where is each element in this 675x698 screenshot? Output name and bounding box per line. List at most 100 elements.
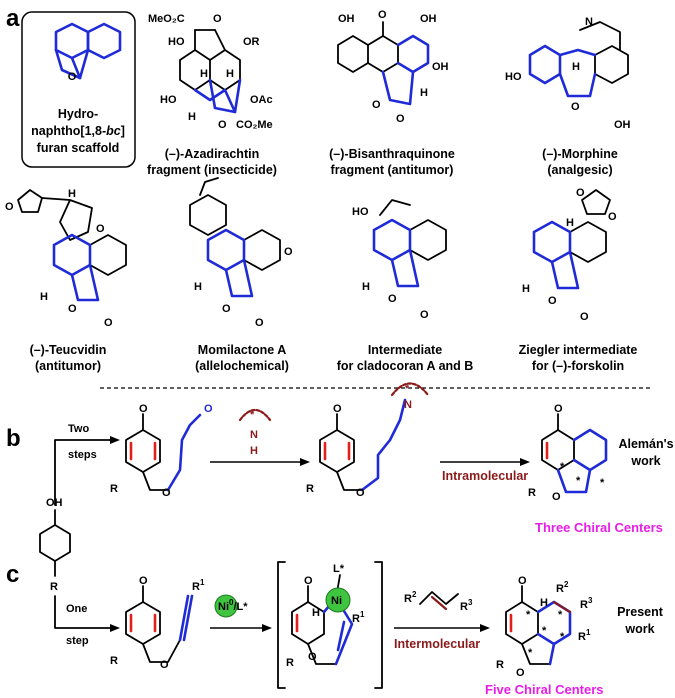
aza-atom-meo2c: MeO₂C — [148, 13, 185, 25]
compound-caption-4a: (–)-Teucvidin — [30, 343, 107, 357]
ni-catalyst-sphere — [214, 594, 238, 618]
phenol-oh: OH — [46, 497, 63, 509]
b-sub-atom-o3: O — [162, 487, 171, 499]
mom-atom-o2: O — [222, 303, 231, 315]
b-int-atom-o: O — [333, 403, 342, 415]
two-steps-label-2: steps — [68, 449, 97, 461]
panel-label-a: a — [6, 5, 20, 32]
mom-atom-o1: O — [284, 246, 293, 258]
compound-caption-1a: (–)-Azadirachtin — [165, 147, 259, 161]
b-work-label-1: Alemán's — [618, 437, 673, 451]
compound-caption-7a: Ziegler intermediate — [519, 343, 638, 357]
b-arrowhead-2 — [520, 458, 530, 466]
b-prod-atom-r: R — [528, 487, 536, 499]
c-prod-h: H — [540, 597, 548, 609]
alkene-r2: R2 — [404, 590, 417, 605]
c-sub-atom-o1: O — [139, 575, 148, 587]
mor-atom-o: O — [571, 101, 580, 113]
cla-atom-ho: HO — [352, 206, 369, 218]
c-arrowhead-2 — [480, 624, 490, 632]
mor-atom-n: N — [585, 16, 593, 28]
aza-atom-co2me: CO₂Me — [236, 119, 273, 131]
b-intermediate: * N O R O — [306, 382, 430, 499]
bis-atom-o2: O — [372, 99, 381, 111]
aza-atom-o2: O — [218, 119, 227, 131]
aza-atom-h2: H — [226, 68, 234, 80]
bis-atom-oh3: OH — [432, 61, 449, 73]
compound-caption-7b: for (–)-forskolin — [532, 359, 624, 373]
b-prod-star-2: * — [576, 475, 581, 487]
c-ni-atom-r: R — [286, 657, 294, 669]
c-work-label-2: work — [624, 622, 654, 636]
cla-atom-o2: O — [420, 309, 429, 321]
c-work-label-1: Present — [617, 605, 664, 619]
c-ni-ligand: L* — [333, 563, 345, 575]
one-step-arrowhead — [110, 624, 120, 632]
c-prod-star-1: * — [526, 609, 531, 621]
compound-caption-3a: (–)-Morphine — [542, 147, 618, 161]
b-cat-h: H — [250, 445, 258, 457]
aza-atom-ho2: HO — [160, 94, 177, 106]
one-step-label-2: step — [66, 635, 89, 647]
bis-atom-o1: O — [378, 9, 387, 21]
bracket-right — [374, 561, 383, 689]
two-steps-arrowhead — [110, 436, 120, 444]
bis-atom-oh2: OH — [420, 13, 437, 25]
two-steps-label-1: Two — [68, 423, 89, 435]
aza-atom-ho1: HO — [168, 36, 185, 48]
panel-label-c: c — [6, 561, 19, 588]
zie-atom-o2: O — [608, 211, 617, 223]
bracket-left — [277, 561, 286, 689]
b-int-atom-r: R — [306, 483, 314, 495]
c-prod-atom-o2: O — [516, 667, 525, 679]
compound-teucvidin: O H O H O O (–)-Teucvidin (antitumor) — [5, 188, 127, 373]
phenol-start: OH R — [39, 497, 71, 593]
one-step-label-1: One — [66, 603, 87, 615]
mor-atom-ho: HO — [505, 71, 522, 83]
c-ni-h1: H — [312, 607, 320, 619]
b-amine-catalyst: * N H — [238, 408, 272, 457]
c-prod-star-2: * — [542, 625, 547, 637]
compound-caption-5a: Momilactone A — [198, 343, 286, 357]
b-sub-atom-o1: O — [139, 403, 148, 415]
c-prod-star-5: * — [528, 647, 533, 659]
teu-atom-o2: O — [96, 223, 105, 235]
compound-ziegler: O O H H O O Ziegler intermediate for (–)… — [519, 187, 638, 373]
b-int-atom-o2: O — [356, 487, 365, 499]
scaffold-o-atom: O — [68, 71, 77, 83]
aza-atom-oac: OAc — [250, 94, 273, 106]
c-prod-r1: R1 — [578, 628, 591, 643]
b-substrate: O O R O — [110, 403, 213, 499]
b-int-n: N — [404, 399, 412, 411]
mom-atom-h: H — [194, 281, 202, 293]
alkene-reagent: R2 R3 — [404, 590, 473, 613]
scaffold-structure — [54, 22, 122, 80]
c-sub-atom-o2: O — [160, 659, 169, 671]
teu-atom-o4: O — [104, 317, 113, 329]
bis-atom-o3: O — [396, 113, 405, 125]
c-prod-star-3: * — [558, 609, 563, 621]
c-sub-atom-r: R — [110, 655, 118, 667]
c-intermolecular-label: Intermolecular — [394, 637, 480, 651]
compound-azadirachtin: MeO₂C O HO OR H H HO OAc H O CO₂Me (–)-A… — [147, 13, 277, 177]
scaffold-caption-1: Hydro- — [58, 107, 98, 121]
mor-atom-oh: OH — [614, 119, 631, 131]
bis-atom-oh1: OH — [338, 13, 355, 25]
zie-atom-o3: O — [548, 295, 557, 307]
compound-caption-6b: for cladocoran A and B — [337, 359, 474, 373]
aza-atom-h3: H — [188, 111, 196, 123]
c-ni-atom-o2: O — [308, 651, 317, 663]
c-prod-atom-o1: O — [518, 575, 527, 587]
b-chiral-label: Three Chiral Centers — [535, 520, 663, 535]
b-cat-star: * — [250, 409, 255, 421]
c-ni-atom-o1: O — [304, 575, 313, 587]
aza-atom-o: O — [213, 13, 222, 25]
aza-atom-or: OR — [243, 36, 260, 48]
compound-momilactone: H O O O Momilactone A (allelochemical) — [189, 177, 293, 373]
teu-atom-o3: O — [68, 303, 77, 315]
teu-atom-o1: O — [5, 201, 14, 213]
c-product: O H R2 R3 R1 R O * * * * * — [496, 575, 593, 679]
scaffold-caption-2: naphtho[1,8-bc] — [31, 124, 125, 138]
ni-catalyst-label: Ni0/L* — [218, 598, 248, 613]
